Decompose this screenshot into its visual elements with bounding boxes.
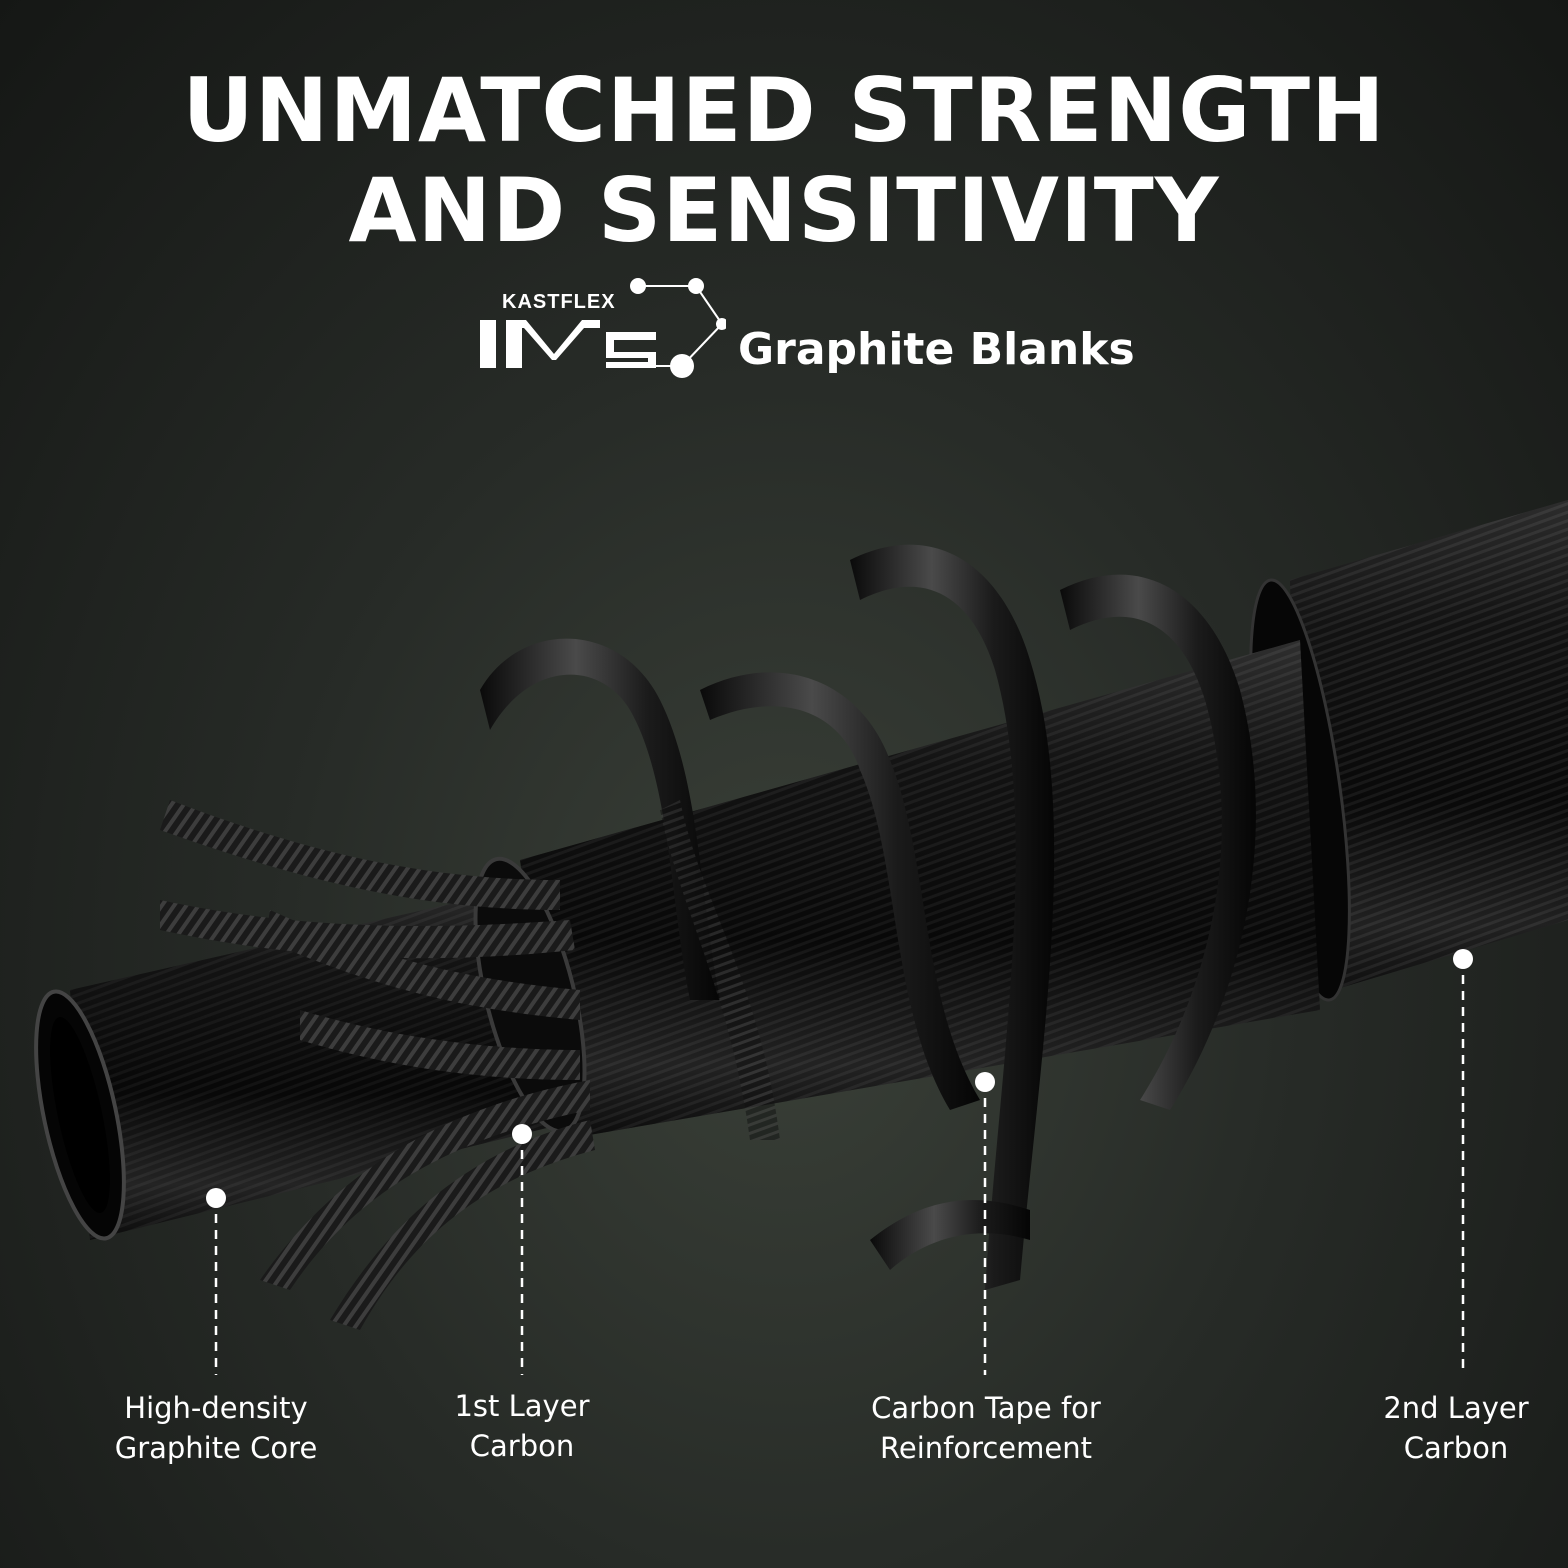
- callout-marker-carbon-tape: [975, 1072, 995, 1375]
- kastflex-im6-logo: KASTFLEX: [476, 268, 726, 388]
- callout-marker-first-layer: [512, 1124, 532, 1375]
- first-layer-strips: [160, 800, 595, 1330]
- callout-label-core: High-density Graphite Core: [96, 1388, 336, 1468]
- callout-core-line-1: High-density: [124, 1391, 308, 1425]
- callout-marker-second-layer: [1453, 949, 1473, 1375]
- headline-line-2: AND SENSITIVITY: [348, 159, 1220, 262]
- callout-first-layer-line-2: Carbon: [469, 1429, 575, 1463]
- carbon-tape-spiral: [480, 544, 1256, 1290]
- callout-carbon-tape-line-2: Reinforcement: [880, 1431, 1092, 1465]
- subtitle: Graphite Blanks: [738, 324, 1135, 375]
- headline-line-1: UNMATCHED STRENGTH: [182, 59, 1386, 162]
- callout-core-line-2: Graphite Core: [114, 1431, 318, 1465]
- callout-first-layer-line-1: 1st Layer: [454, 1389, 590, 1423]
- callout-carbon-tape-line-1: Carbon Tape for: [871, 1391, 1101, 1425]
- callout-second-layer-line-1: 2nd Layer: [1383, 1391, 1529, 1425]
- callout-label-carbon-tape: Carbon Tape for Reinforcement: [846, 1388, 1126, 1468]
- callout-marker-core: [206, 1188, 226, 1375]
- logo-graphic: KASTFLEX: [480, 278, 726, 378]
- callout-second-layer-line-2: Carbon: [1403, 1431, 1509, 1465]
- callout-label-second-layer: 2nd Layer Carbon: [1346, 1388, 1566, 1468]
- svg-text:KASTFLEX: KASTFLEX: [502, 291, 616, 313]
- callout-label-first-layer: 1st Layer Carbon: [412, 1386, 632, 1466]
